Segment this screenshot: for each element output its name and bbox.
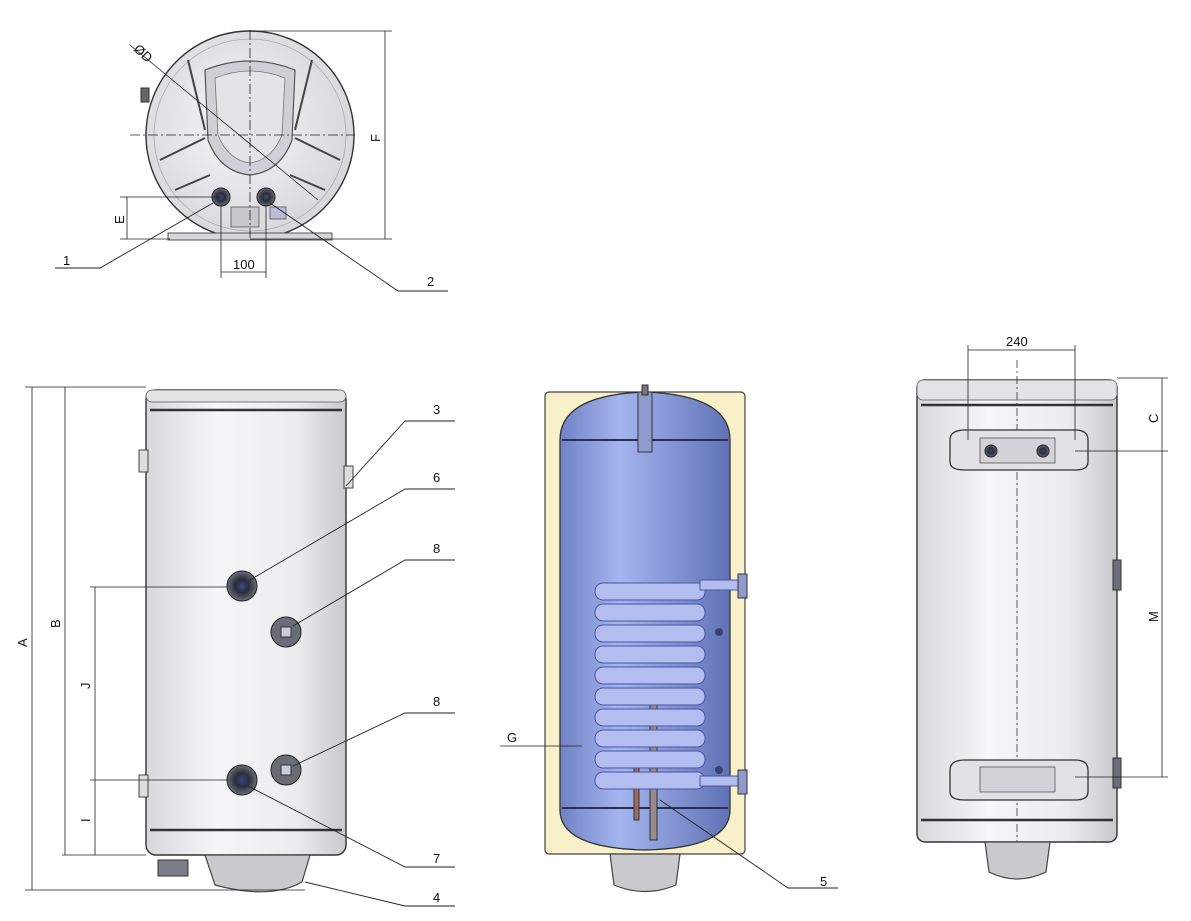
section-view [500, 384, 838, 893]
callout-8-lower: 8 [433, 694, 440, 709]
callout-8-upper: 8 [433, 541, 440, 556]
callout-6: 6 [433, 470, 440, 485]
callout-4: 4 [433, 890, 440, 905]
side-view [25, 386, 455, 907]
label-A: A [15, 638, 30, 647]
top-view [55, 30, 448, 292]
callout-1: 1 [63, 253, 70, 268]
label-G: G [507, 730, 517, 745]
label-C: C [1146, 414, 1161, 423]
heating-coil [594, 582, 706, 790]
label-I: I [78, 818, 93, 822]
top-port-2 [256, 187, 276, 207]
label-M: M [1146, 611, 1161, 622]
label-J: J [78, 683, 93, 690]
side-port-6 [226, 570, 258, 602]
callout-5: 5 [820, 874, 827, 889]
label-B: B [48, 619, 63, 628]
rear-view [916, 345, 1168, 880]
label-240: 240 [1006, 334, 1028, 349]
label-diameter: ØD [131, 41, 156, 65]
callout-2: 2 [427, 274, 434, 289]
side-port-7 [226, 764, 258, 796]
label-F: F [368, 134, 383, 142]
callout-3: 3 [433, 402, 440, 417]
label-100: 100 [233, 257, 255, 272]
callout-7: 7 [433, 851, 440, 866]
label-E: E [112, 215, 127, 224]
